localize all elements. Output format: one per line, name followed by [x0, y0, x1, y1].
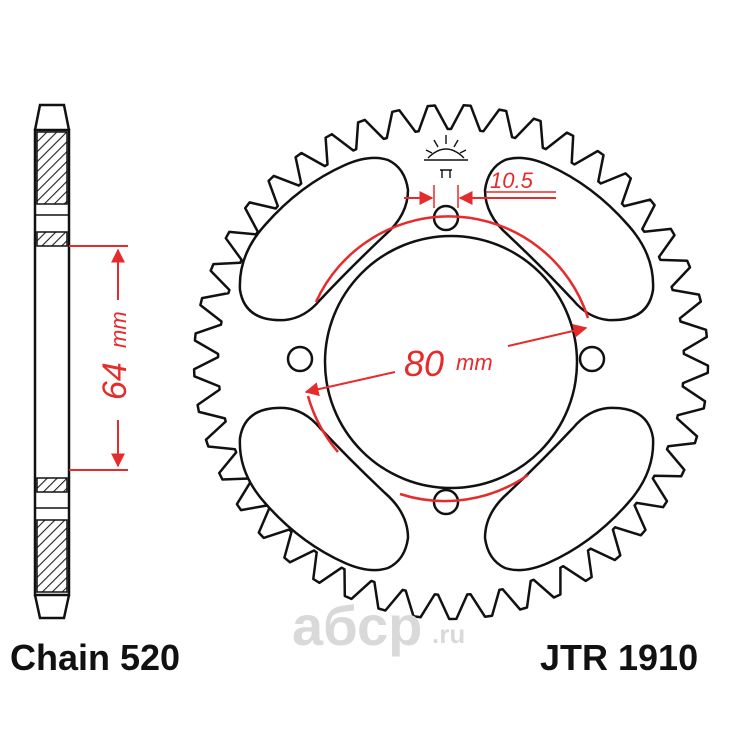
bolt-hole-left — [286, 345, 314, 373]
bolt-circle-dimension: 80 mm — [304, 215, 590, 503]
hub-offset-dimension: 64 mm — [69, 245, 134, 471]
bolt-hole-value: 10.5 — [490, 168, 534, 193]
bolt-hole-dimension: 10.5 — [404, 168, 556, 208]
lightening-slot-top-left — [238, 156, 410, 322]
bolt-hole-right — [578, 345, 606, 373]
cutting-tool-symbol-icon — [424, 135, 468, 178]
watermark-text: абср — [292, 594, 422, 657]
lightening-slot-bottom-right — [483, 406, 655, 572]
bolt-circle-value: 80 — [404, 343, 444, 384]
sprocket-side-profile-icon — [33, 103, 71, 620]
part-number-label: JTR 1910 — [540, 637, 698, 678]
center-bore — [323, 234, 579, 490]
hub-offset-value: 64 — [96, 362, 134, 400]
watermark-suffix: .ru — [432, 619, 465, 649]
sprocket-front-view — [192, 104, 710, 621]
watermark-logo: абср .ru — [292, 594, 465, 657]
lightening-slot-bottom-left — [238, 406, 410, 572]
chain-label: Chain 520 — [10, 637, 180, 678]
bolt-circle-unit: mm — [456, 350, 493, 375]
hub-offset-unit: mm — [106, 311, 131, 348]
